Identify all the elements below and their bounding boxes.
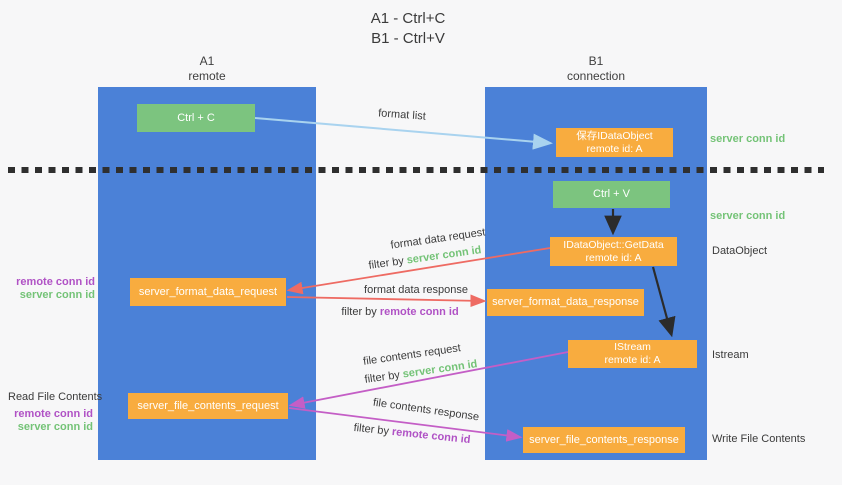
- filter-by-text: filter by: [341, 306, 380, 318]
- label-format-data-request-filter: filter by server conn id: [368, 244, 482, 272]
- remote-conn-id-label: remote conn id: [16, 276, 95, 288]
- label-format-list: format list: [377, 107, 427, 123]
- node-idataobject-getdata: IDataObject::GetData remote id: A: [550, 237, 677, 266]
- lane-b1-role: connection: [566, 69, 626, 83]
- label-file-contents-response: file contents response: [372, 396, 480, 424]
- istream-line1: IStream: [614, 341, 651, 353]
- server-conn-id-label: server conn id: [19, 289, 95, 301]
- remote-conn-id-highlight: remote conn id: [391, 425, 471, 447]
- conn-id-pair-top: remote conn id server conn id: [0, 276, 95, 302]
- label-read-file-contents: Read File Contents: [8, 391, 103, 403]
- label-file-contents-response-filter: filter by remote conn id: [353, 422, 471, 446]
- save-idataobject-line2: remote id: A: [586, 142, 643, 155]
- label-server-conn-id-mid: server conn id: [710, 210, 786, 222]
- remote-conn-id-label: remote conn id: [14, 408, 93, 420]
- node-ctrl-c: Ctrl + C: [137, 104, 255, 132]
- filter-by-text: filter by: [353, 421, 393, 438]
- label-istream: Istream: [712, 349, 749, 361]
- filter-by-text: filter by: [367, 254, 408, 272]
- ctrl-v-label: Ctrl + V: [593, 188, 630, 200]
- server-format-data-request-label: server_format_data_request: [138, 285, 278, 298]
- label-format-data-response-filter: filter by remote conn id: [341, 306, 458, 318]
- title-line-1: A1 - Ctrl+C: [370, 10, 446, 27]
- lane-header-b1: B1 connection: [567, 54, 625, 84]
- diagram-title: A1 - Ctrl+C B1 - Ctrl+V: [371, 9, 446, 49]
- ctrl-c-label: Ctrl + C: [177, 111, 215, 124]
- remote-conn-id-highlight: remote conn id: [379, 306, 459, 318]
- label-server-conn-id-top: server conn id: [710, 133, 786, 145]
- server-conn-id-highlight: server conn id: [401, 358, 479, 381]
- arrow-format-data-response: [286, 294, 487, 308]
- server-file-contents-response-label: server_file_contents_response: [529, 433, 679, 446]
- conn-id-pair-bottom: remote conn id server conn id: [0, 408, 93, 434]
- getdata-line2: remote id: A: [585, 251, 642, 264]
- save-idataobject-line1: 保存IDataObject: [576, 129, 653, 142]
- lane-a1-name: A1: [199, 54, 215, 68]
- node-server-format-data-request: server_format_data_request: [130, 278, 286, 306]
- filter-by-text: filter by: [363, 368, 404, 386]
- server-conn-id-label: server conn id: [17, 421, 93, 433]
- server-file-contents-request-label: server_file_contents_request: [137, 399, 279, 412]
- label-format-data-response: format data response: [364, 284, 468, 296]
- node-server-file-contents-response: server_file_contents_response: [523, 427, 685, 453]
- label-write-file-contents: Write File Contents: [712, 433, 806, 445]
- node-save-idataobject: 保存IDataObject remote id: A: [556, 128, 673, 157]
- node-server-file-contents-request: server_file_contents_request: [128, 393, 288, 419]
- istream-line2: remote id: A: [604, 354, 661, 366]
- label-dataobject: DataObject: [712, 245, 768, 257]
- title-line-2: B1 - Ctrl+V: [371, 30, 445, 47]
- node-istream: IStream remote id: A: [568, 340, 697, 368]
- server-format-data-response-label: server_format_data_response: [492, 296, 639, 308]
- lane-header-a1: A1 remote: [188, 54, 225, 84]
- node-ctrl-v: Ctrl + V: [553, 181, 670, 208]
- node-server-format-data-response: server_format_data_response: [487, 289, 644, 316]
- lane-a1-role: remote: [188, 69, 226, 83]
- lane-b1-name: B1: [588, 54, 604, 68]
- dotted-divider-line: [8, 167, 824, 173]
- getdata-line1: IDataObject::GetData: [563, 238, 664, 251]
